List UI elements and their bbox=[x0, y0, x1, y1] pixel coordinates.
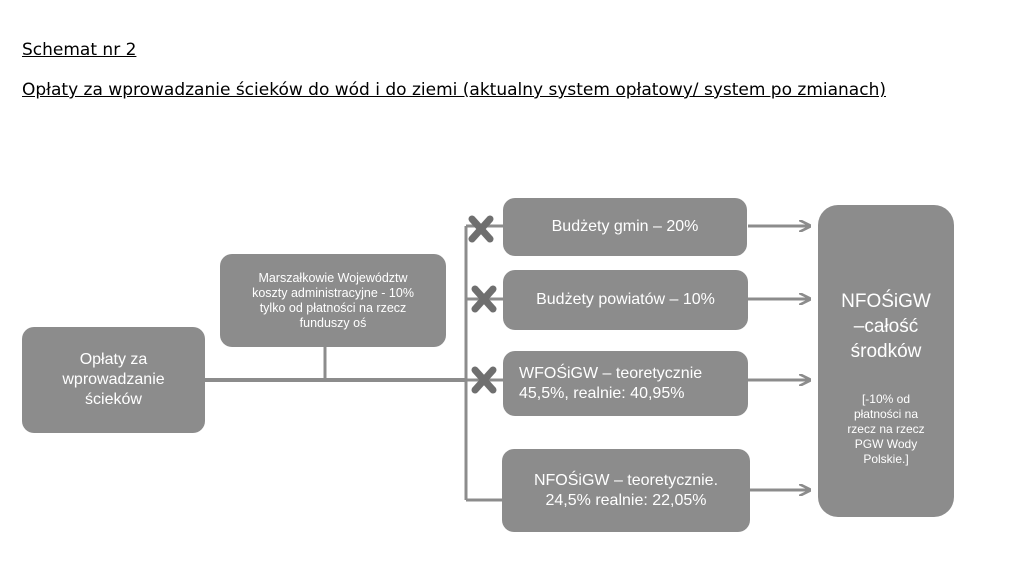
node-nfosigw-total: NFOŚiGW –całość środków [-10% od płatnoś… bbox=[818, 205, 954, 517]
node-text-line: Budżety gmin – 20% bbox=[551, 218, 699, 235]
node-marshals: Marszałkowie Województw koszty administr… bbox=[220, 254, 446, 347]
node-text-line: środków bbox=[850, 341, 922, 362]
node-text-line: [-10% od bbox=[861, 392, 910, 406]
node-text-line: 45,5%, realnie: 40,95% bbox=[519, 384, 685, 402]
node-text-line: płatności na bbox=[853, 407, 919, 421]
node-text-line: Opłaty za bbox=[79, 351, 148, 368]
node-text-line: Marszałkowie Województw bbox=[258, 270, 408, 285]
node-text-line: Polskie.] bbox=[863, 452, 909, 466]
node-text-line: 24,5% realnie: 22,05% bbox=[545, 491, 707, 509]
schema-title: Schemat nr 2 bbox=[22, 40, 137, 60]
node-text-line: NFOŚiGW – teoretycznie. bbox=[533, 471, 719, 489]
node-text-line: rzecz na rzecz bbox=[847, 422, 925, 436]
nfos-total-note: [-10% od płatności na rzecz na rzecz PGW… bbox=[847, 392, 924, 467]
node-budzety-gmin: Budżety gmin – 20% bbox=[503, 198, 747, 256]
node-text-line: PGW Wody bbox=[854, 437, 918, 451]
nfos-total-title: NFOŚiGW –całość środków bbox=[841, 289, 931, 364]
node-text-line: ścieków bbox=[85, 391, 142, 408]
node-text-line: funduszy oś bbox=[299, 315, 367, 330]
node-wfosigw: WFOŚiGW – teoretycznie 45,5%, realnie: 4… bbox=[503, 351, 748, 416]
node-source-fees: Opłaty za wprowadzanie ścieków bbox=[22, 327, 205, 433]
node-text-line: –całość bbox=[853, 316, 919, 337]
node-text-line: WFOŚiGW – teoretycznie bbox=[519, 364, 703, 382]
x-cross-icon bbox=[471, 366, 497, 394]
node-text-line: wprowadzanie bbox=[62, 371, 165, 388]
node-nfosigw-share: NFOŚiGW – teoretycznie. 24,5% realnie: 2… bbox=[502, 449, 750, 532]
x-cross-icon bbox=[468, 215, 494, 243]
node-text-line: NFOŚiGW bbox=[841, 291, 931, 312]
x-cross-icon bbox=[471, 285, 497, 313]
node-text-line: koszty administracyjne - 10% bbox=[252, 285, 414, 300]
schema-subtitle: Opłaty za wprowadzanie ścieków do wód i … bbox=[22, 80, 886, 100]
node-text-line: Budżety powiatów – 10% bbox=[536, 291, 715, 308]
node-text-line: tylko od płatności na rzecz bbox=[259, 300, 407, 315]
node-budzety-powiatow: Budżety powiatów – 10% bbox=[503, 270, 748, 330]
